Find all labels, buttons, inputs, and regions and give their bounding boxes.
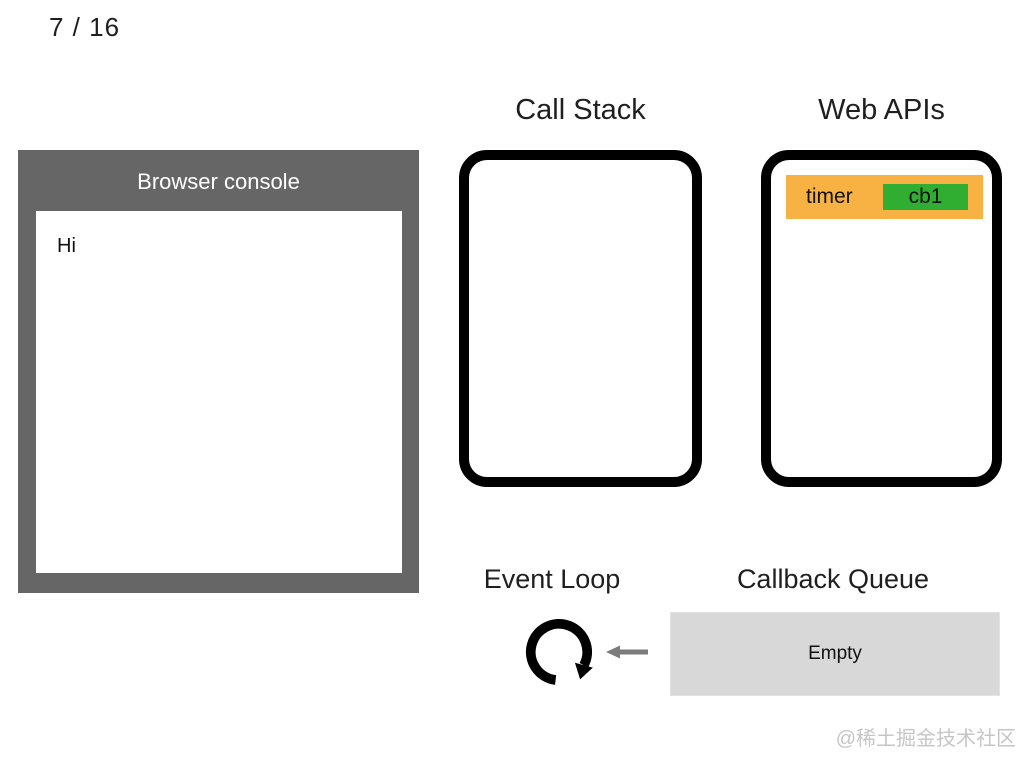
event-loop-title: Event Loop (483, 564, 621, 594)
timer-label: timer (806, 185, 853, 208)
web-apis-box: timer cb1 (761, 150, 1002, 487)
call-stack-box (459, 150, 702, 487)
browser-console: Browser console Hi (18, 150, 419, 593)
web-api-timer-item: timer cb1 (786, 175, 983, 219)
callback-queue-state: Empty (808, 643, 862, 664)
slide-counter: 7 / 16 (49, 12, 121, 42)
browser-console-title: Browser console (137, 169, 300, 194)
console-log-line: Hi (57, 235, 76, 257)
callback-queue-box: Empty (670, 612, 1000, 696)
event-loop-rotate-icon (525, 619, 593, 685)
web-apis-title: Web APIs (818, 94, 945, 126)
browser-console-output: Hi (36, 211, 402, 573)
left-arrow-icon (606, 645, 648, 659)
callback-chip-cb1: cb1 (883, 184, 968, 210)
call-stack-title: Call Stack (515, 94, 646, 126)
watermark: @稀土掘金技术社区 (835, 728, 1016, 750)
callback-queue-title: Callback Queue (736, 564, 930, 594)
